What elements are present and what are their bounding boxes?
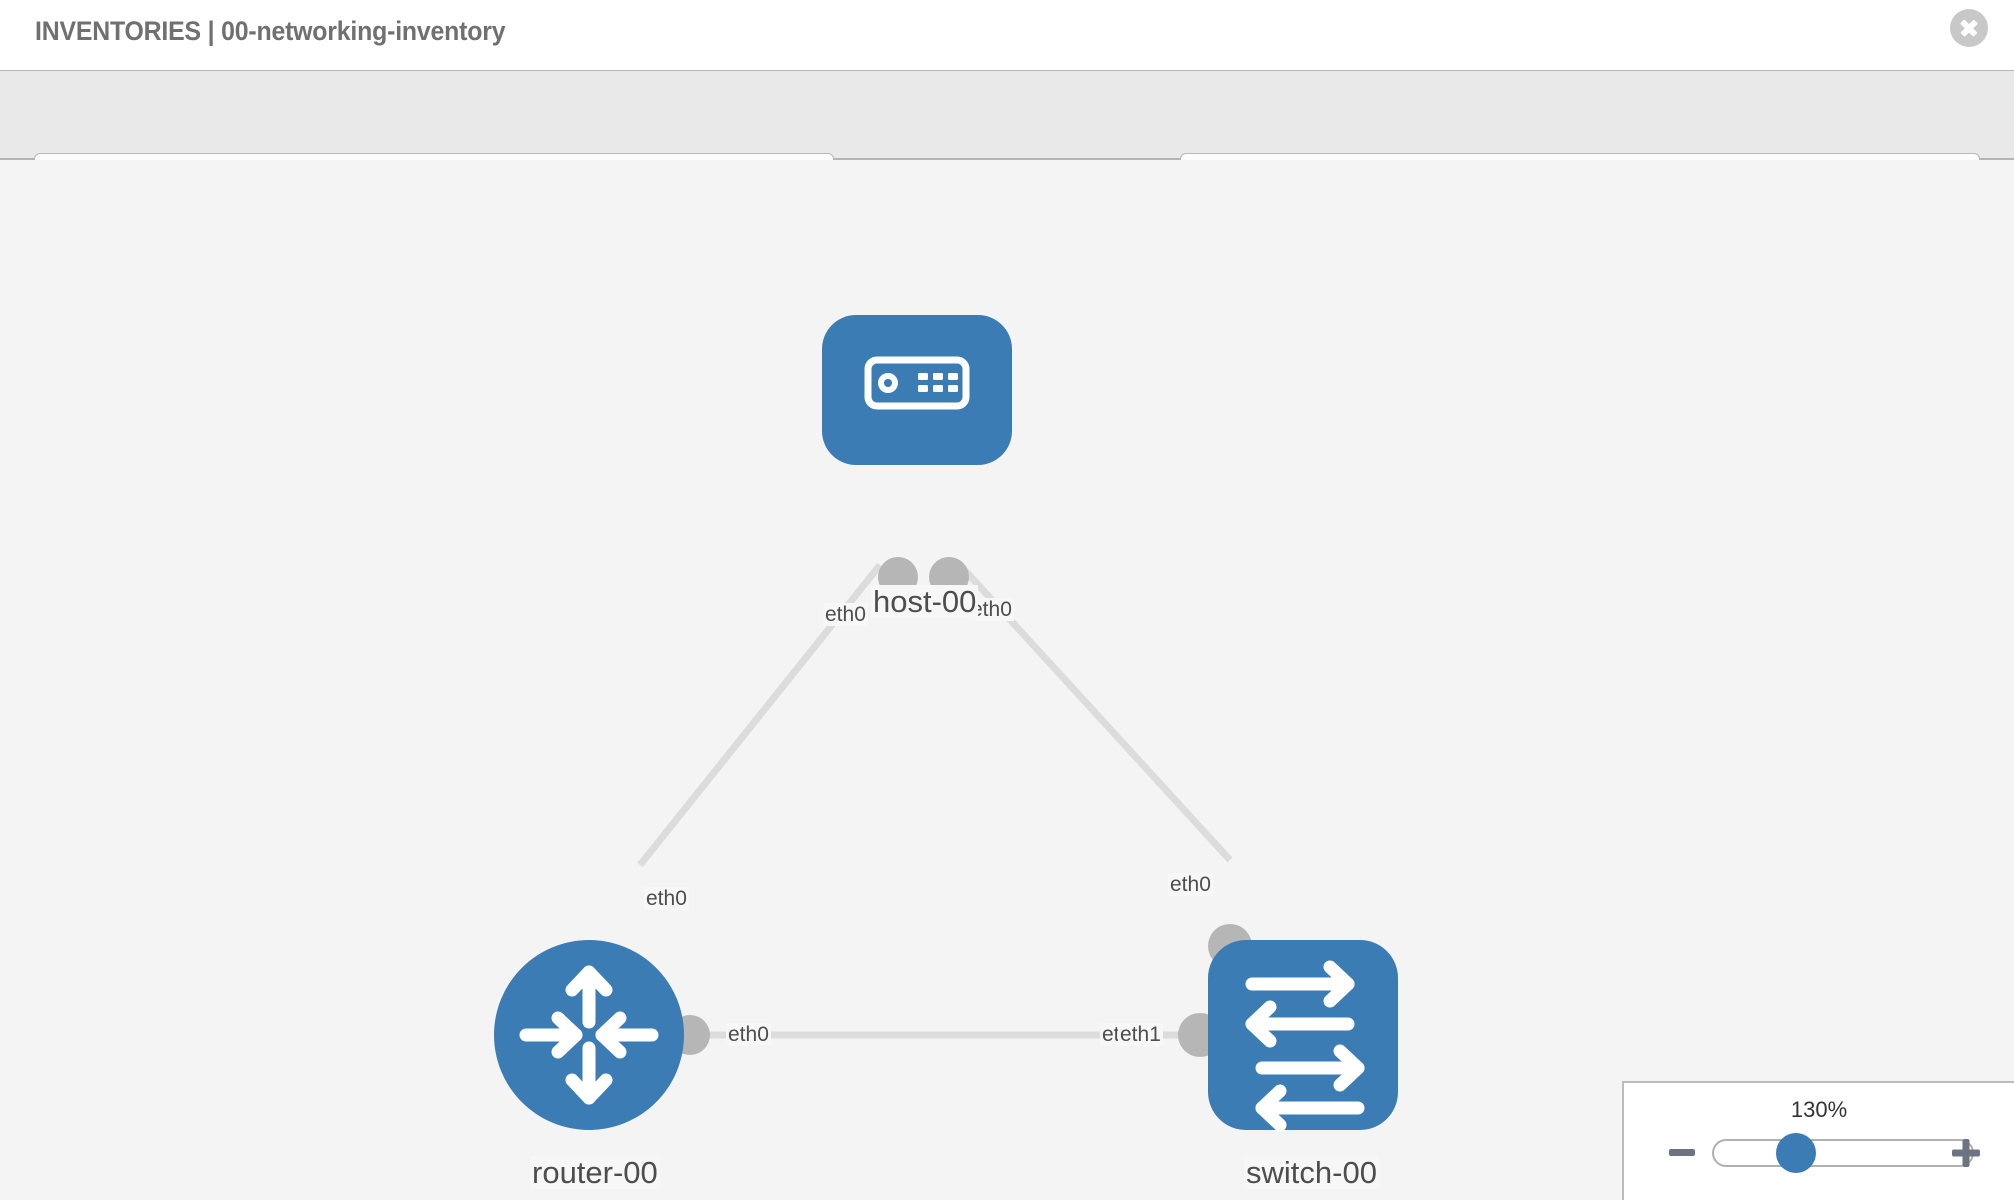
page-header: INVENTORIES | 00-networking-inventory	[0, 0, 2014, 71]
node-label-switch: switch-00	[1244, 1155, 1379, 1190]
page-title: INVENTORIES | 00-networking-inventory	[35, 16, 506, 46]
router-icon	[519, 965, 659, 1105]
topology-graph	[494, 315, 1398, 1132]
topology-canvas[interactable]: eth0 eth0 eth0 eth0 eth0 eth eth1 host-0…	[0, 160, 2014, 1200]
close-icon[interactable]	[1950, 9, 1988, 47]
link-layer	[637, 562, 1233, 1039]
node-router-00	[494, 940, 684, 1130]
port-label: eth0	[823, 603, 868, 626]
node-label-router: router-00	[530, 1155, 660, 1190]
node-label-host: host-00	[871, 584, 979, 619]
zoom-in-button[interactable]	[1952, 1139, 1980, 1167]
port-label: eth0	[644, 887, 689, 910]
zoom-slider[interactable]	[1712, 1139, 1974, 1167]
port-label: eth0	[969, 598, 1014, 621]
zoom-level-value: 130%	[1790, 1097, 1848, 1122]
switch-icon	[1245, 960, 1365, 1132]
server-icon	[864, 356, 970, 410]
port-layer	[670, 557, 1252, 1057]
port-label: eth1	[1118, 1023, 1163, 1046]
zoom-out-button[interactable]	[1669, 1149, 1695, 1156]
zoom-slider-thumb[interactable]	[1776, 1133, 1816, 1173]
port-label: eth0	[726, 1023, 771, 1046]
node-switch-00	[1208, 940, 1398, 1132]
node-host-00	[822, 315, 1012, 465]
port-label: eth0	[1168, 873, 1213, 896]
zoom-control-panel: 130%	[1622, 1081, 2014, 1200]
toolbar: ACTIONS SEARCH	[0, 71, 2014, 203]
server-icon-details	[878, 373, 958, 393]
